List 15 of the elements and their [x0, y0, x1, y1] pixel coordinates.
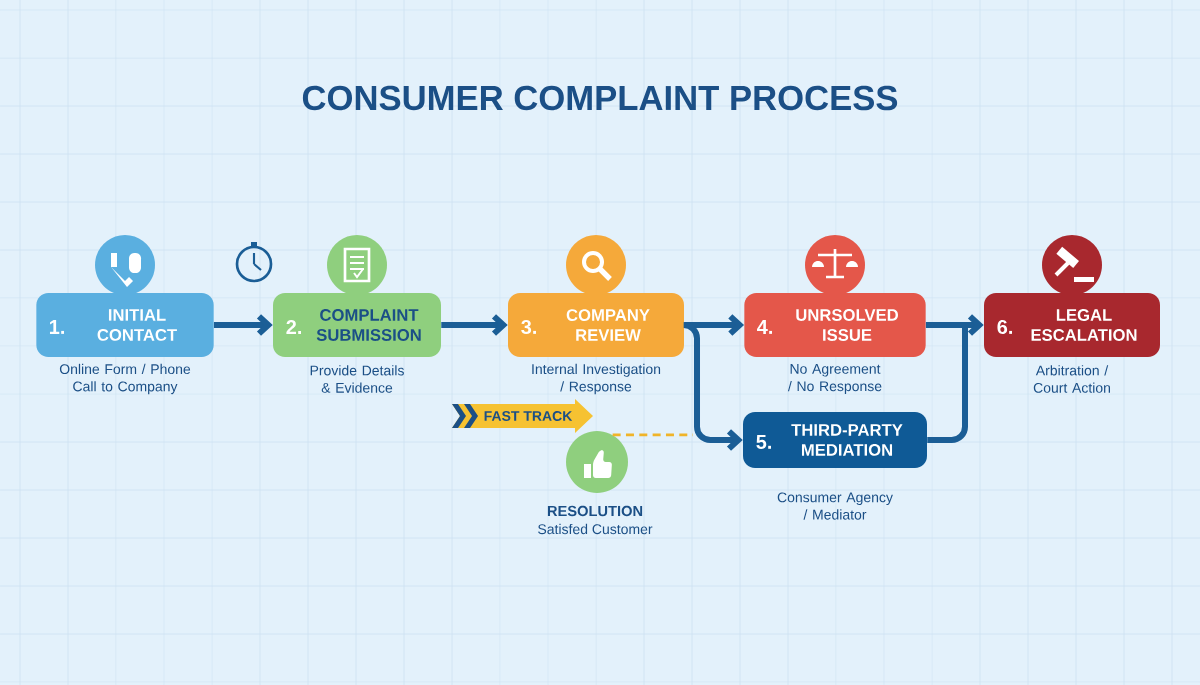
- title: CONSUMER COMPLAINT PROCESS: [302, 85, 898, 111]
- connector-line: [927, 325, 968, 443]
- step-box: 5. THIRD-PARTY MEDIATION: [743, 412, 927, 468]
- step-caption: Internal Investigation / Response: [532, 363, 661, 395]
- arrow: [213, 314, 273, 336]
- step-caption: Online Form / Phone Call to Company: [59, 363, 191, 395]
- step-caption: Arbitration / Court Action: [1033, 365, 1110, 393]
- arrow: [441, 314, 508, 336]
- node-label: Satisfed Customer: [538, 523, 653, 535]
- connector-line: [925, 322, 965, 328]
- node-label: RESOLUTION: [547, 505, 643, 517]
- fast-track-banner: FAST TRACK: [452, 399, 593, 433]
- step-caption: Provide Details & Evidence: [310, 365, 404, 393]
- step-caption: Consumer Agency / Mediator: [777, 492, 893, 520]
- step-caption: No Agreement / No Response: [787, 364, 882, 394]
